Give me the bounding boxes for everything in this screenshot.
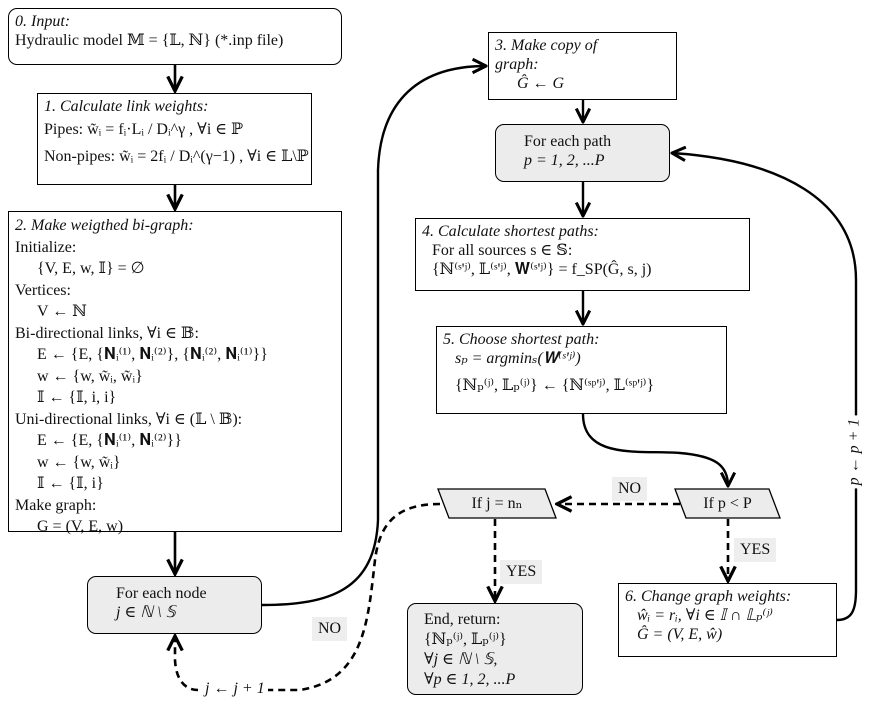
end-return-title: End, return: (424, 611, 501, 628)
end-return-sets: {ℕₚ⁽ʲ⁾, 𝕃ₚ⁽ʲ⁾} (424, 631, 507, 648)
shortest-paths-sources: For all sources s ∈ 𝕊: (432, 242, 573, 259)
input-box: 0. Input: Hydraulic model 𝕄 = {𝕃, ℕ} (*.… (8, 8, 342, 65)
j-increment-label: j ← j + 1 (202, 680, 268, 698)
bigraph-line: 𝕀 ← {𝕀, i} (37, 475, 104, 492)
choose-path-title: 5. Choose shortest path: (443, 331, 600, 348)
change-weights-box: 6. Change graph weights: ŵᵢ = rᵢ, ∀i ∈ 𝕀… (618, 583, 837, 657)
end-return-forall-p: ∀p ∈ 1, 2, ...P (424, 671, 516, 688)
no-label-j: NO (312, 617, 348, 641)
input-box-title: 0. Input: (15, 13, 71, 30)
arrow-node-loop-to-3 (261, 66, 486, 607)
bigraph-line: V ← ℕ (37, 303, 87, 320)
copy-graph-assign: Ĝ ← G (517, 75, 565, 92)
bigraph-line: G = (V, E, w) (37, 518, 124, 535)
bigraph-line: E ← {E, {𝐍ᵢ⁽¹⁾, 𝐍ᵢ⁽²⁾}, {𝐍ᵢ⁽²⁾, 𝐍ᵢ⁽¹⁾}} (37, 346, 268, 363)
path-loop-label: For each path (524, 133, 612, 150)
input-box-model: Hydraulic model 𝕄 = {𝕃, ℕ} (*.inp file) (15, 32, 284, 49)
copy-graph-box: 3. Make copy of graph: Ĝ ← G (488, 32, 677, 100)
nonpipes-formula: Non-pipes: w̃ᵢ = 2fᵢ / Dᵢ^(γ−1) , ∀i ∈ 𝕃… (44, 148, 309, 165)
change-weights-formula: ŵᵢ = rᵢ, ∀i ∈ 𝕀 ∩ 𝕃ₚ⁽ʲ⁾ (637, 607, 773, 624)
p-increment-label: p ← p + 1 (845, 415, 864, 489)
bigraph-lines: Initialize: {V, E, w, 𝕀} = ∅ Vertices: V ← … (15, 237, 335, 538)
end-return-box: End, return: {ℕₚ⁽ʲ⁾, 𝕃ₚ⁽ʲ⁾} ∀j ∈ ℕ \ 𝕊, … (407, 603, 583, 695)
decision-j-node: If j = nₙ (437, 488, 557, 519)
decision-p-shape (674, 488, 781, 519)
decision-p-node: If p < P (674, 488, 781, 519)
yes-label-p: YES (734, 538, 777, 562)
bigraph-line: 𝕀 ← {𝕀, i, i} (37, 389, 117, 406)
bigraph-line: {V, E, w, 𝕀} = ∅ (37, 260, 145, 277)
decision-j-text: If j = nₙ (471, 495, 523, 512)
path-loop-box: For each path p = 1, 2, ...P (495, 124, 670, 182)
path-loop-range: p = 1, 2, ...P (524, 152, 605, 169)
change-weights-graph: Ĝ = (V, E, ŵ) (637, 626, 723, 643)
end-return-forall-j: ∀j ∈ ℕ \ 𝕊, (424, 651, 498, 668)
bigraph-line: Initialize: (15, 238, 77, 256)
choose-path-assign: {ℕₚ⁽ʲ⁾, 𝕃ₚ⁽ʲ⁾} ← {ℕ⁽ˢᵖ'ʲ⁾, 𝕃⁽ˢᵖ'ʲ⁾} (455, 377, 655, 394)
link-weights-title: 1. Calculate link weights: (44, 98, 209, 115)
decision-p-text: If p < P (703, 495, 752, 512)
node-loop-label: For each node (116, 585, 207, 602)
bigraph-line: w ← {w, w̃ᵢ} (37, 453, 121, 471)
change-weights-title: 6. Change graph weights: (625, 588, 792, 605)
bigraph-line: w ← {w, w̃ᵢ, w̃ᵢ} (37, 367, 143, 385)
bigraph-line: Uni-directional links, ∀i ∈ (𝕃 \ 𝔹): (15, 410, 243, 428)
bigraph-line: Bi-directional links, ∀i ∈ 𝔹: (15, 324, 199, 342)
link-weights-box: 1. Calculate link weights: Pipes: w̃ᵢ = … (37, 93, 312, 185)
bigraph-line: Make graph: (15, 496, 97, 514)
shortest-paths-formula: {ℕ⁽ˢ'ʲ⁾, 𝕃⁽ˢ'ʲ⁾, 𝐖⁽ˢ'ʲ⁾} = f_SP(Ĝ, s, j) (432, 261, 652, 278)
arrow-j-increment-to-node-loop (175, 636, 199, 692)
arrow-6-to-path-loop (672, 153, 858, 622)
no-label-p: NO (612, 477, 648, 501)
choose-path-box: 5. Choose shortest path: sₚ = argminₛ(𝐖⁽… (436, 326, 727, 414)
bigraph-line: Vertices: (15, 281, 71, 299)
node-loop-range: j ∈ ℕ \ 𝕊 (116, 604, 176, 621)
copy-graph-title-1: 3. Make copy of (495, 37, 598, 54)
arrow-decision-j-no (262, 502, 441, 692)
node-loop-box: For each node j ∈ ℕ \ 𝕊 (87, 576, 262, 634)
yes-label-j: YES (500, 560, 543, 584)
bigraph-line: E ← {E, {𝐍ᵢ⁽¹⁾, 𝐍ᵢ⁽²⁾}} (37, 432, 182, 449)
pipes-formula: Pipes: w̃ᵢ = fᵢ·Lᵢ / Dᵢ^γ , ∀i ∈ ℙ (44, 121, 244, 138)
decision-j-shape (437, 488, 557, 519)
copy-graph-title-2: graph: (495, 56, 539, 73)
arrow-5-to-decision-p (581, 413, 728, 486)
shortest-paths-box: 4. Calculate shortest paths: For all sou… (415, 218, 750, 291)
bigraph-title: 2. Make weigthed bi-graph: (15, 217, 194, 234)
shortest-paths-title: 4. Calculate shortest paths: (422, 223, 599, 240)
choose-path-argmin: sₚ = argminₛ(𝐖⁽ˢ'ʲ⁾) (455, 350, 581, 367)
bigraph-box: 2. Make weigthed bi-graph: Initialize: {V… (8, 211, 342, 535)
